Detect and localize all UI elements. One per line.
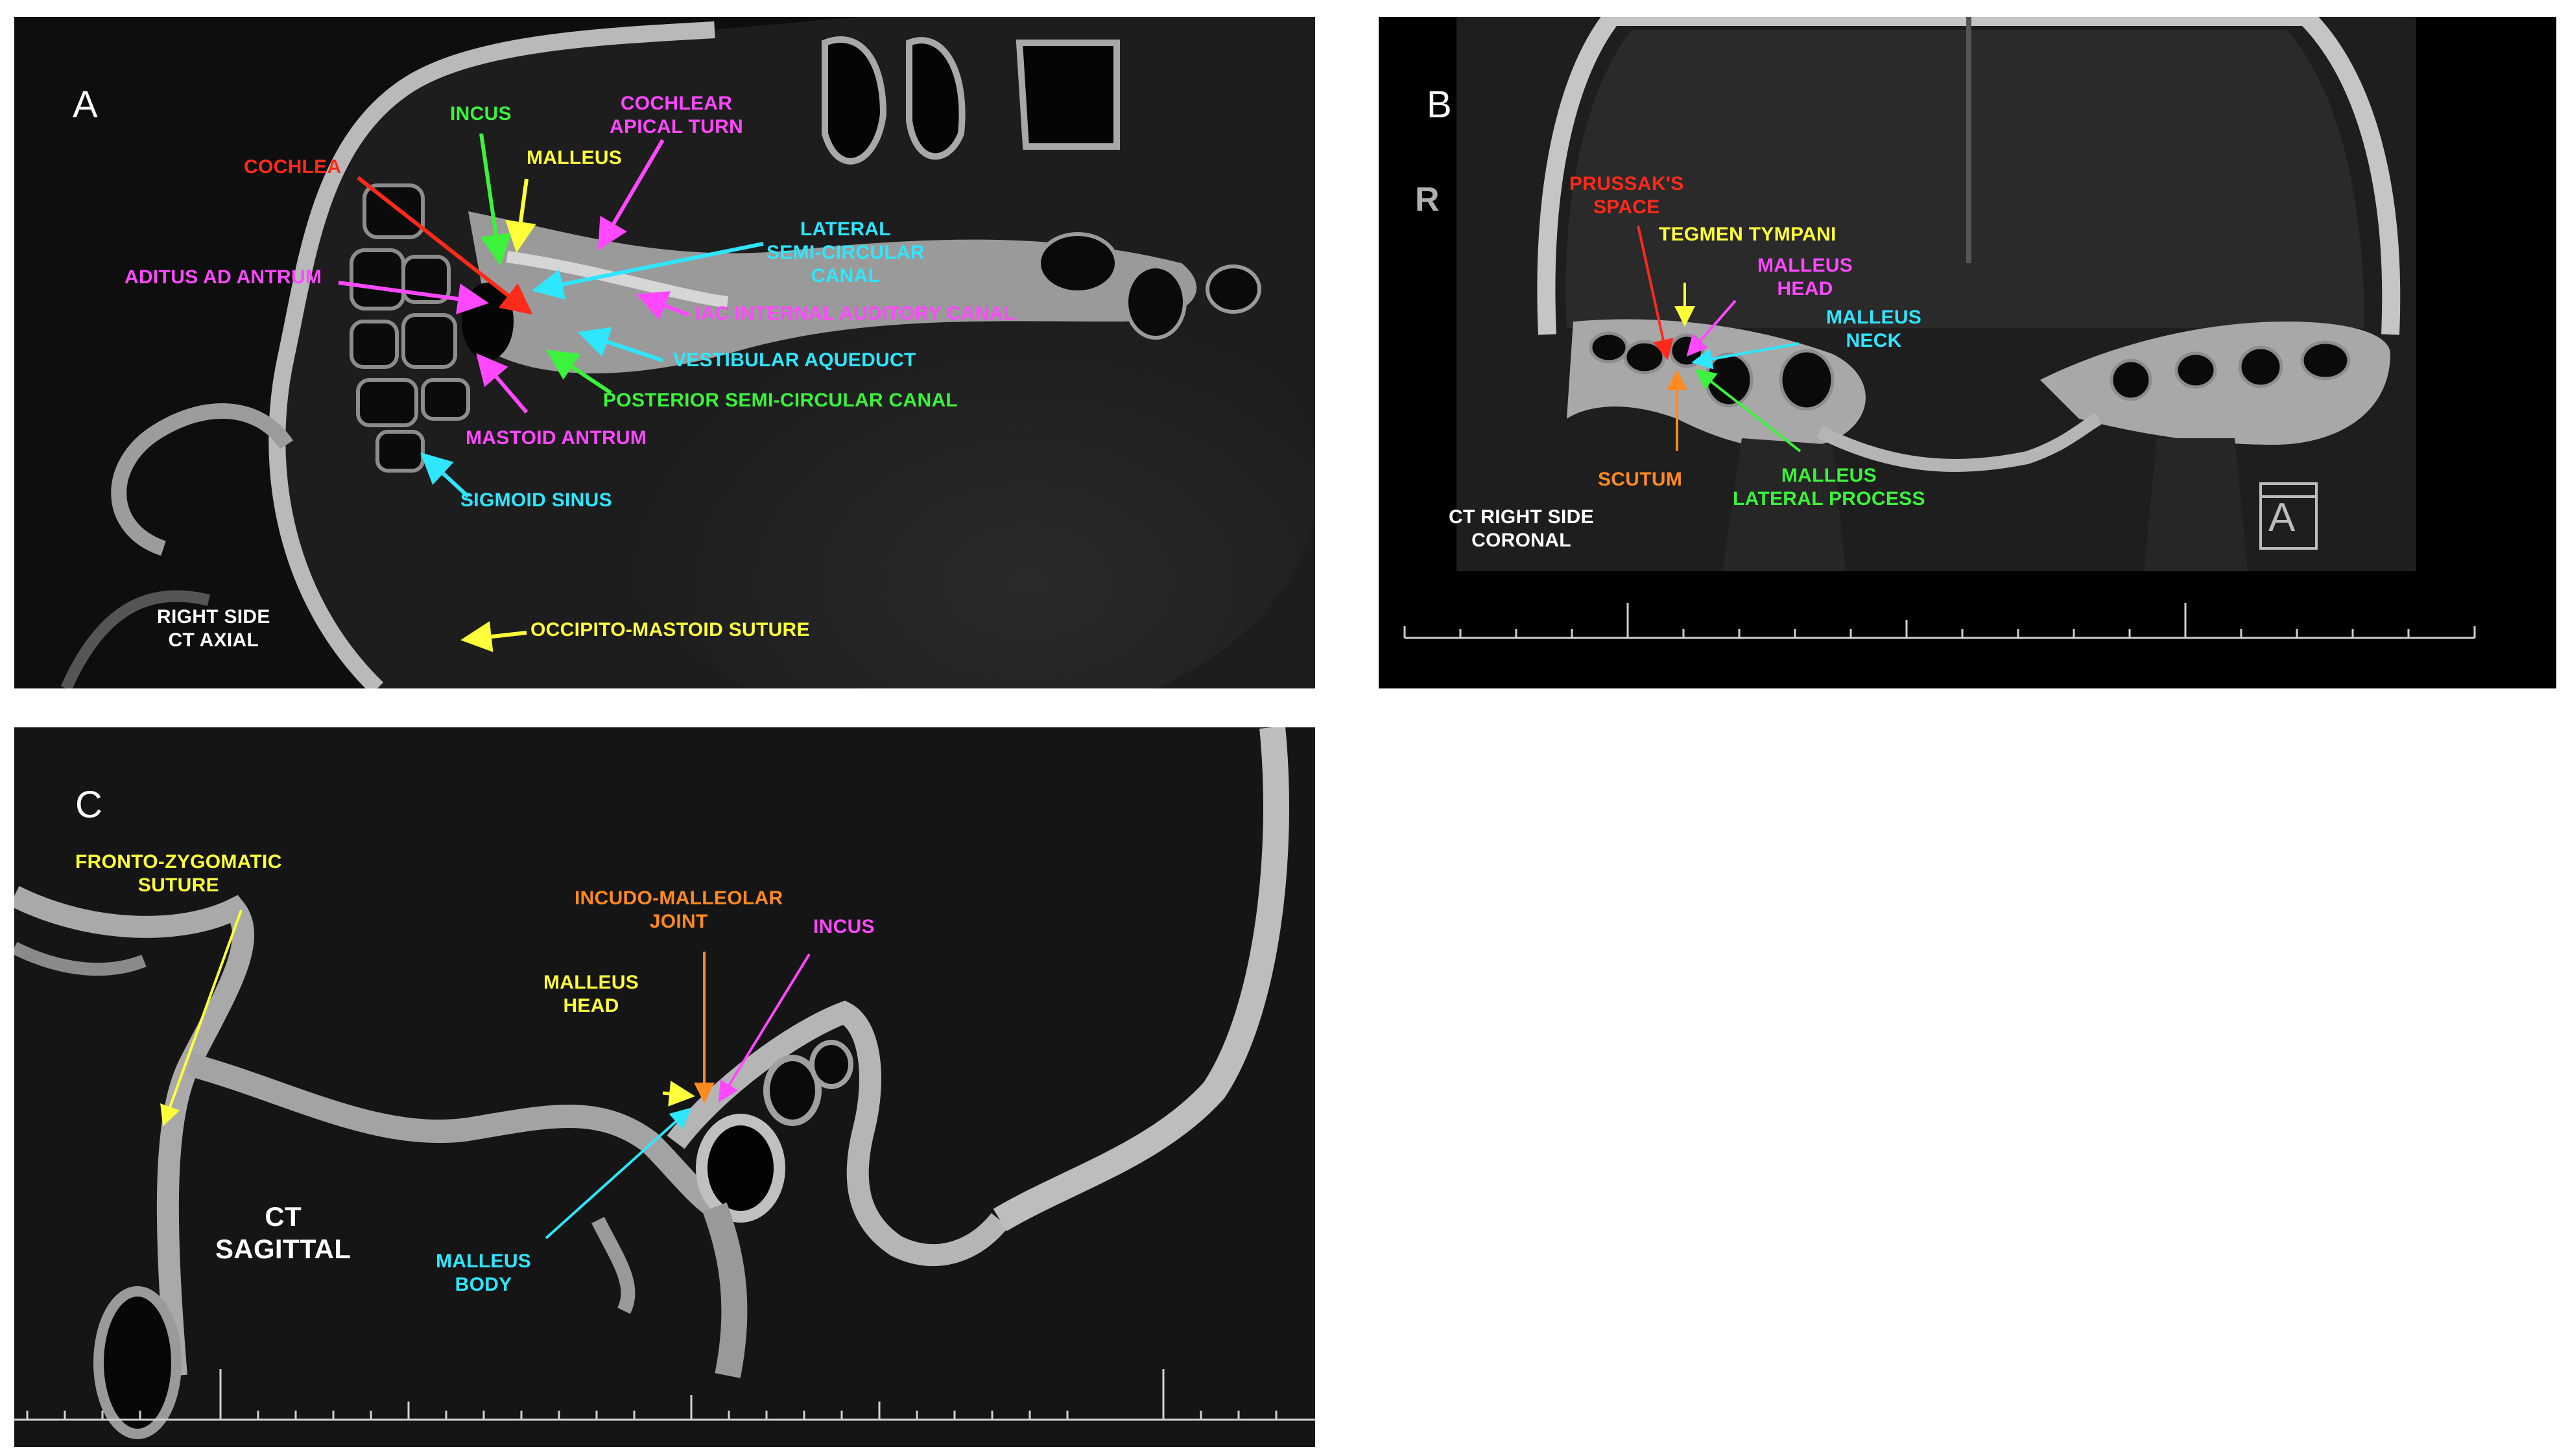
panel-a-letter: A [73,84,98,126]
sagittal-ct-image [14,727,1315,1439]
panel-c-sagittal-ct: C FRONTO-ZYGOMATIC SUTURE INCUDO-MALLEOL… [14,727,1315,1447]
panel-b-coronal-ct: B R A PRUSSAK'S SPACE TEGMEN TYMPANI MAL… [1379,17,2556,688]
label-iac-internal-auditory-canal: IAC INTERNAL AUDITORY CANAL [695,303,1016,324]
panel-a-caption: RIGHT SIDE CT AXIAL [157,606,270,651]
label-lateral-semicircular-canal: LATERAL SEMI-CIRCULAR CANAL [767,218,925,287]
label-cochlear-apical-turn: COCHLEAR APICAL TURN [610,93,744,137]
panel-c-caption: CT SAGITTAL [215,1201,351,1264]
label-incus: INCUS [450,103,512,124]
label-prussaks-space: PRUSSAK'S SPACE [1569,173,1684,218]
label-occipito-mastoid-suture: OCCIPITO-MASTOID SUTURE [530,619,810,640]
axial-ct-image [60,17,1315,688]
a-orientation-marker: A [2268,495,2296,540]
label-aditus-ad-antrum: ADITUS AD ANTRUM [125,266,322,288]
coronal-ct-image [1403,17,2476,639]
label-fronto-zygomatic-suture: FRONTO-ZYGOMATIC SUTURE [75,851,282,896]
label-cochlea: COCHLEA [244,156,342,178]
panel-b-caption: CT RIGHT SIDE CORONAL [1449,506,1594,551]
label-vestibular-aqueduct: VESTIBULAR AQUEDUCT [673,349,916,371]
label-malleus-lateral-process: MALLEUS LATERAL PROCESS [1733,465,1925,510]
label-malleus-head: MALLEUS HEAD [543,972,639,1016]
r-orientation-marker: R [1415,181,1440,218]
label-malleus: MALLEUS [527,147,623,169]
panel-a-axial-ct: A INCUS COCHLEAR APICAL TURN MALLEUS COC… [14,17,1315,688]
label-incus: INCUS [813,916,875,937]
label-mastoid-antrum: MASTOID ANTRUM [466,427,647,449]
panel-b-letter: B [1427,84,1452,126]
label-malleus-neck: MALLEUS NECK [1826,307,1922,351]
label-scutum: SCUTUM [1598,469,1683,490]
label-sigmoid-sinus: SIGMOID SINUS [460,489,612,511]
label-incudo-malleolar-joint: INCUDO-MALLEOLAR JOINT [575,887,783,932]
label-malleus-head: MALLEUS HEAD [1757,255,1853,299]
panel-c-letter: C [75,784,102,826]
label-tegmen-tympani: TEGMEN TYMPANI [1659,224,1837,245]
label-malleus-body: MALLEUS BODY [436,1251,532,1295]
label-posterior-semicircular-canal: POSTERIOR SEMI-CIRCULAR CANAL [603,390,958,411]
